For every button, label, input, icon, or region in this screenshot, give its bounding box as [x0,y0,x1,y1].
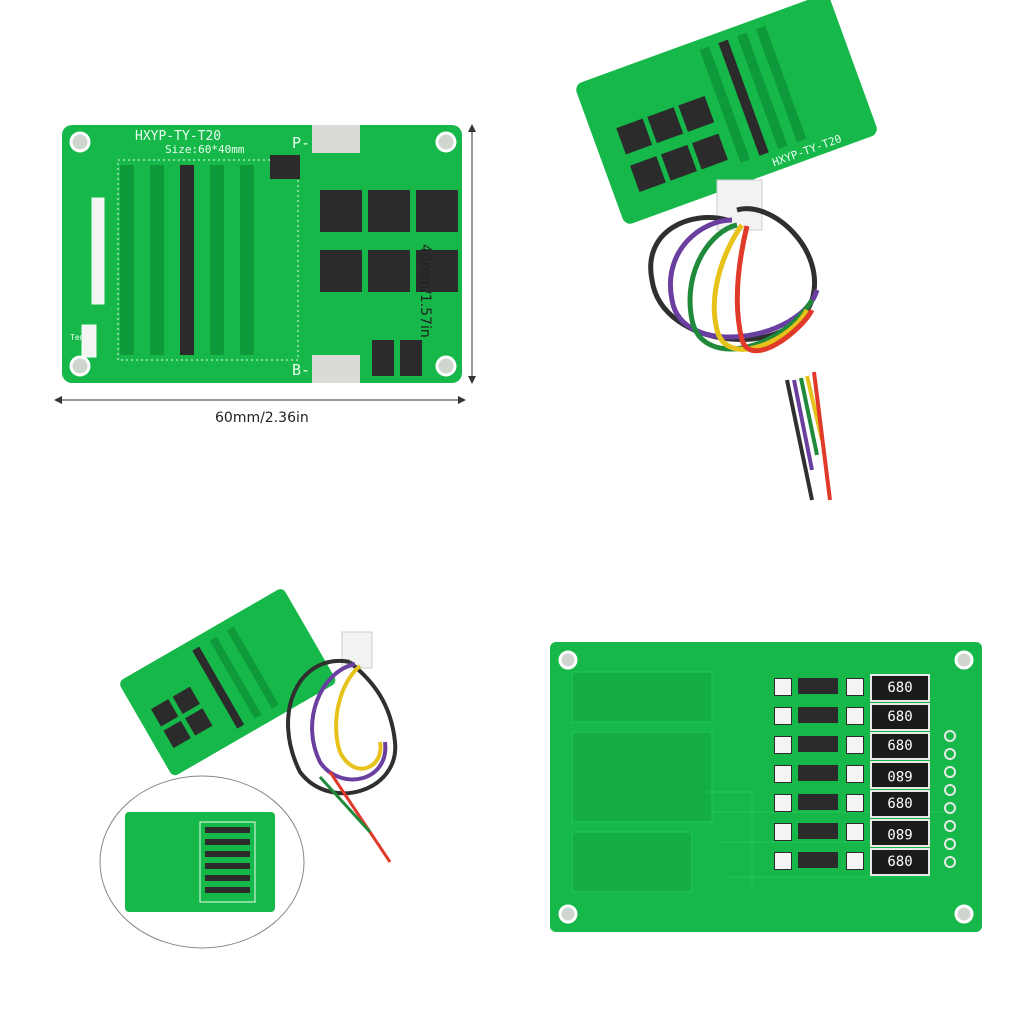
resistor-row: 680 [774,759,944,789]
collage-panel [0,512,512,1024]
resistor-row: 680 [774,817,944,847]
board-back-view-panel: 680 680 680 680 680 [512,512,1024,1024]
resistor-row: 680 [774,846,944,876]
board-size-silk: Size:60*40mm [165,143,245,156]
b-minus-label: B- [292,361,310,379]
board-top-view-panel: HXYP-TY-T20 Size:60*40mm P- B- Temp [0,0,512,512]
resistor-chip: 680 [870,790,930,818]
resistor-chip: 680 [870,703,930,731]
board-with-harness-panel: HXYP-TY-T20 [512,0,1024,512]
resistor-chip: 680 [870,761,930,789]
resistor-chip: 680 [870,848,930,876]
board-top-view-image: HXYP-TY-T20 Size:60*40mm P- B- Temp [54,124,476,404]
collage-image [99,589,398,949]
temp-label: Temp [70,333,89,342]
resistor-chip: 680 [870,732,930,760]
resistor-row: 680 [774,701,944,731]
resistor-row: 680 [774,788,944,818]
resistor-chip: 680 [870,674,930,702]
pin-header-holes [944,730,956,868]
board-with-harness-image: HXYP-TY-T20 [576,0,877,501]
resistor-row: 680 [774,730,944,760]
height-dimension-label: 40mm/1.57in [417,244,433,338]
board-title-silk: HXYP-TY-T20 [135,129,221,144]
p-minus-label: P- [292,134,310,152]
resistor-chip: 680 [870,819,930,847]
resistor-row: 680 [774,672,944,702]
width-dimension-label: 60mm/2.36in [215,410,309,426]
